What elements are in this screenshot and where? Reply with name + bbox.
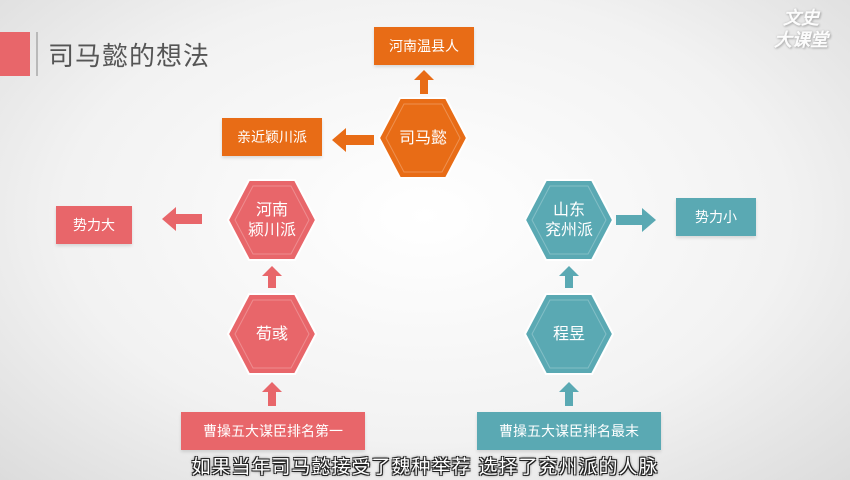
hex-henan-yingchuan-label: 河南 颍川派 xyxy=(247,200,296,239)
title-accent-bar xyxy=(0,32,30,76)
watermark-logo: 文史 大课堂 xyxy=(774,8,828,51)
arrow-up-to-chengyu xyxy=(559,382,579,406)
arrow-up-to-shandong xyxy=(559,266,579,288)
hex-xunyu: 荀彧 xyxy=(227,292,317,376)
box-rank-first: 曹操五大谋臣排名第一 xyxy=(181,412,365,450)
arrow-up-to-henan xyxy=(262,266,282,288)
hex-chengyu-label: 程昱 xyxy=(552,324,585,343)
box-rank-last: 曹操五大谋臣排名最末 xyxy=(477,412,661,450)
box-henan-wenxian: 河南温县人 xyxy=(374,27,474,65)
arrow-up-to-wenxian xyxy=(414,70,434,94)
box-shili-da: 势力大 xyxy=(56,206,132,244)
title-divider xyxy=(36,32,38,76)
hex-simayi-label: 司马懿 xyxy=(398,128,447,147)
hex-simayi: 司马懿 xyxy=(378,96,468,180)
page-title: 司马懿的想法 xyxy=(48,42,211,72)
arrow-left-to-shili-da xyxy=(162,207,202,231)
hex-henan-yingchuan: 河南 颍川派 xyxy=(227,178,317,262)
hex-chengyu: 程昱 xyxy=(524,292,614,376)
box-qinjin-yingchuan: 亲近颖川派 xyxy=(222,118,322,156)
arrow-right-to-shili-xiao xyxy=(616,208,656,232)
hex-shandong-yanzhou: 山东 兖州派 xyxy=(524,178,614,262)
arrow-up-to-xunyu xyxy=(262,382,282,406)
video-subtitle: 如果当年司马懿接受了魏种举荐 选择了兖州派的人脉 xyxy=(191,456,659,478)
hex-xunyu-label: 荀彧 xyxy=(255,324,288,343)
box-shili-xiao: 势力小 xyxy=(676,198,756,236)
arrow-left-to-qinjin xyxy=(332,128,374,152)
hex-shandong-yanzhou-label: 山东 兖州派 xyxy=(544,200,593,239)
